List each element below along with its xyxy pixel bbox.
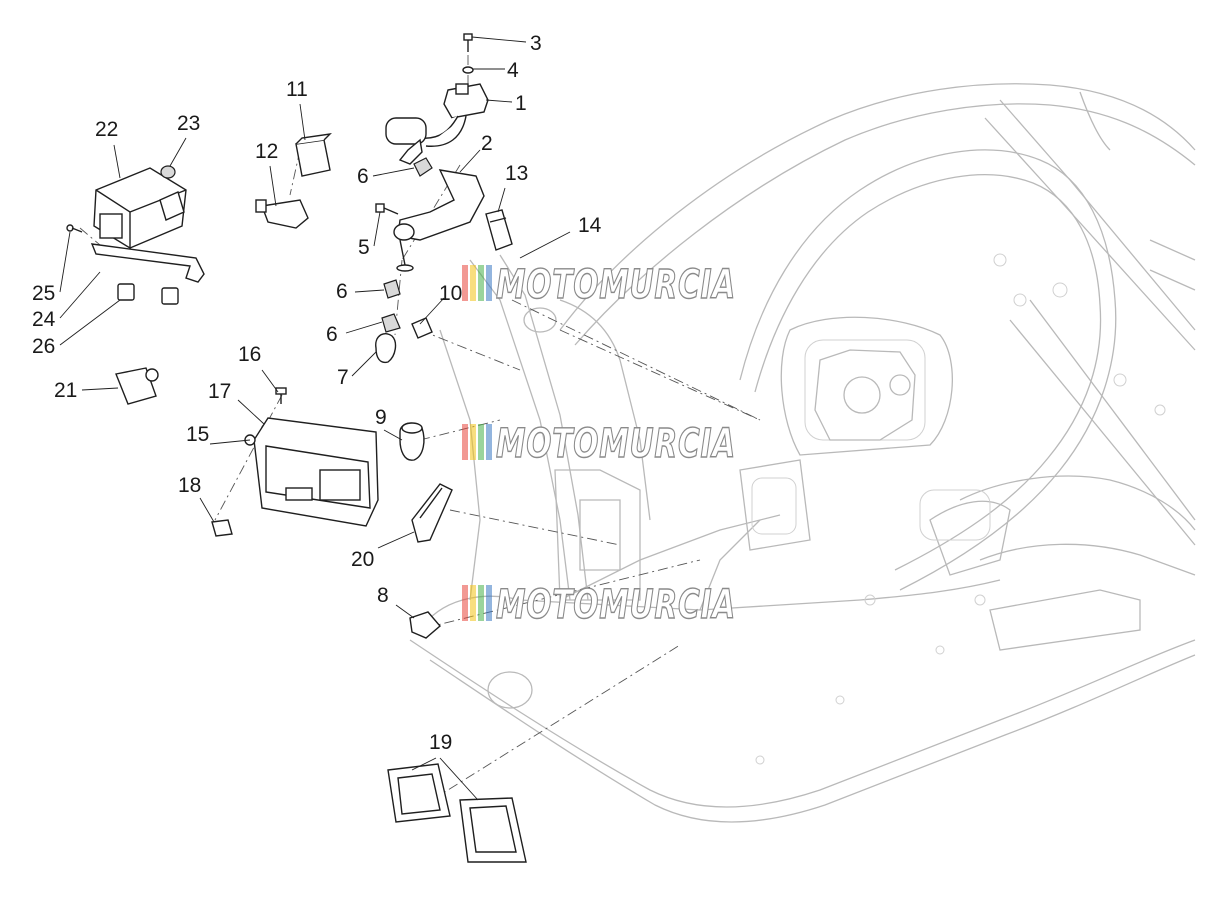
- callout-4: 4: [507, 59, 519, 82]
- watermark-2: MOTOMURCIA: [462, 420, 736, 468]
- callout-13: 13: [505, 162, 528, 185]
- callout-7: 7: [337, 366, 349, 389]
- callout-26: 26: [32, 335, 55, 358]
- part-20-cover: [411, 483, 453, 543]
- part-10-clip: [411, 317, 433, 339]
- callout-22: 22: [95, 118, 118, 141]
- part-6-clip-c: [381, 313, 401, 333]
- part-22-control-unit: [93, 167, 187, 249]
- callout-18: 18: [178, 474, 201, 497]
- callout-5: 5: [358, 236, 370, 259]
- part-11-relay: [295, 133, 332, 177]
- part-9-grommet: [399, 422, 425, 461]
- watermark-text: MOTOMURCIA: [496, 262, 736, 308]
- part-13-connector: [485, 209, 513, 251]
- callout-1: 1: [515, 92, 527, 115]
- wm-stripe-3: [478, 424, 484, 460]
- callout-6a: 6: [357, 165, 369, 188]
- part-8-clip: [409, 611, 441, 639]
- part-12-sensor: [255, 199, 309, 229]
- callout-3: 3: [530, 32, 542, 55]
- callout-16: 16: [238, 343, 261, 366]
- watermark-text: MOTOMURCIA: [496, 582, 736, 628]
- part-3-screw: [463, 33, 473, 52]
- callout-6c: 6: [326, 323, 338, 346]
- callout-8: 8: [377, 584, 389, 607]
- wm-stripe-1: [462, 424, 468, 460]
- callout-23: 23: [177, 112, 200, 135]
- callout-20: 20: [351, 548, 374, 571]
- wm-stripe-3: [478, 265, 484, 301]
- callout-14: 14: [578, 214, 602, 237]
- callout-15: 15: [186, 423, 209, 446]
- callout-19: 19: [429, 731, 452, 754]
- part-4-washer: [462, 66, 474, 74]
- callout-25: 25: [32, 282, 55, 305]
- scooter-frame: [409, 83, 1196, 823]
- part-16-screw: [275, 387, 287, 404]
- parts: [66, 33, 527, 863]
- watermark-3: MOTOMURCIA: [462, 581, 736, 629]
- part-24-bracket: [90, 243, 205, 283]
- part-26-pads: [117, 283, 179, 305]
- callout-21: 21: [54, 379, 77, 402]
- wm-stripe-1: [462, 585, 468, 621]
- callout-2: 2: [481, 132, 493, 155]
- callouts: 3 4 1 2 6 13 14 5 6 10 6 7 11 12 22 23 2…: [32, 32, 602, 754]
- wm-stripe-2: [470, 424, 476, 460]
- wm-stripe-4: [486, 585, 492, 621]
- wm-stripe-2: [470, 585, 476, 621]
- part-7-clamp: [375, 332, 397, 364]
- part-19-floor-mats: [387, 763, 527, 863]
- leader-lines: [59, 36, 571, 801]
- callout-11: 11: [286, 78, 308, 101]
- part-6-clip-a: [413, 157, 433, 177]
- callout-17: 17: [208, 380, 231, 403]
- wm-stripe-2: [470, 265, 476, 301]
- wm-stripe-1: [462, 265, 468, 301]
- wm-stripe-4: [486, 265, 492, 301]
- part-2-bracket: [393, 169, 485, 272]
- callout-6b: 6: [336, 280, 348, 303]
- part-5-screw: [375, 203, 399, 215]
- watermark-1: MOTOMURCIA: [462, 261, 736, 309]
- wm-stripe-4: [486, 424, 492, 460]
- callout-10: 10: [439, 282, 462, 305]
- part-23-nut: [160, 165, 176, 179]
- part-15-fuse-box: [244, 417, 379, 527]
- part-6-clip-b: [383, 279, 401, 299]
- part-25-screw: [66, 224, 83, 233]
- wm-stripe-3: [478, 585, 484, 621]
- part-18-clip: [211, 519, 233, 537]
- watermark-text: MOTOMURCIA: [496, 421, 736, 467]
- part-21-holder: [115, 367, 159, 405]
- callout-9: 9: [375, 406, 387, 429]
- callout-24: 24: [32, 308, 56, 331]
- part-1-ignition-coil: [385, 83, 489, 165]
- callout-12: 12: [255, 140, 278, 163]
